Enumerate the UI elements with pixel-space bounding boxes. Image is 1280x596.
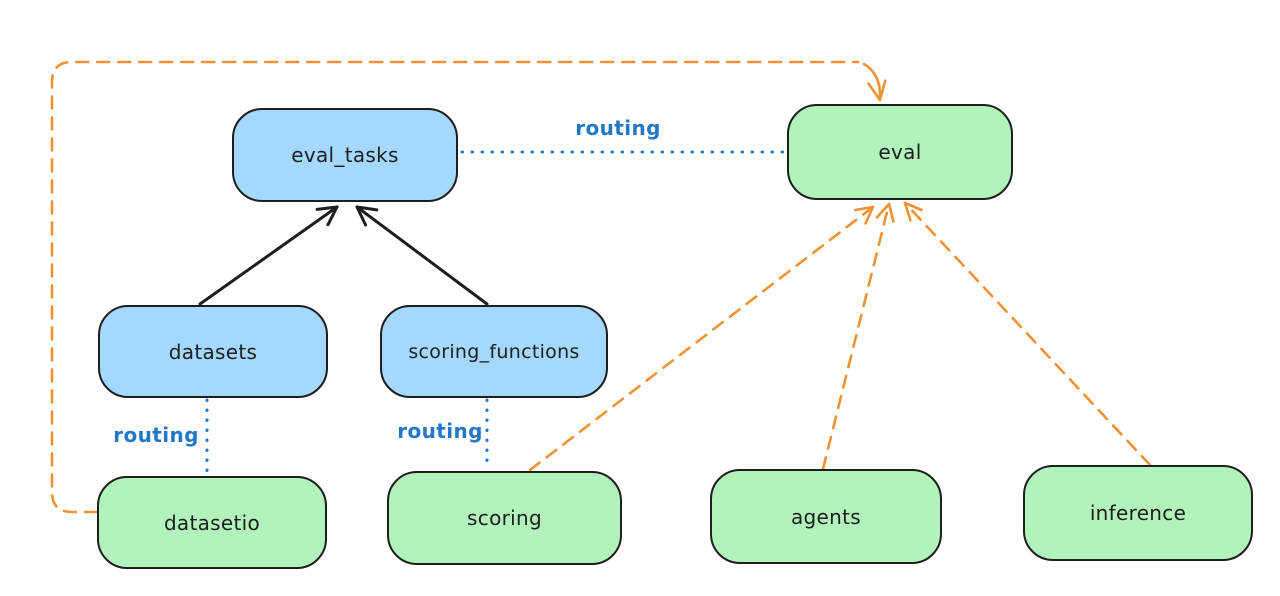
edge-label-routing-evaltasks-eval: routing — [575, 116, 661, 140]
edge-datasets-evaltasks — [198, 205, 339, 306]
node-inference[interactable]: inference — [1023, 465, 1253, 561]
edge-inference-eval — [903, 201, 1152, 467]
node-eval[interactable]: eval — [787, 104, 1013, 200]
node-eval-tasks[interactable]: eval_tasks — [232, 108, 458, 202]
node-datasets-label: datasets — [168, 339, 258, 364]
node-scoring[interactable]: scoring — [387, 471, 622, 565]
node-agents-label: agents — [791, 504, 861, 529]
node-agents[interactable]: agents — [710, 469, 942, 564]
node-datasetio[interactable]: datasetio — [97, 476, 327, 569]
edge-scoringfunctions-evaltasks — [355, 205, 489, 306]
edge-agents-eval — [821, 202, 895, 471]
node-scoring-functions-label: scoring_functions — [408, 340, 580, 363]
node-eval-tasks-label: eval_tasks — [291, 143, 399, 167]
edge-label-routing-scoringfunctions-scoring: routing — [397, 419, 483, 443]
node-eval-label: eval — [878, 140, 922, 164]
node-scoring-label: scoring — [467, 506, 542, 530]
node-inference-label: inference — [1089, 501, 1187, 525]
edge-label-routing-datasets-datasetio: routing — [113, 423, 199, 447]
node-datasets[interactable]: datasets — [98, 305, 328, 398]
node-scoring-functions[interactable]: scoring_functions — [380, 305, 608, 398]
node-datasetio-label: datasetio — [163, 510, 261, 535]
